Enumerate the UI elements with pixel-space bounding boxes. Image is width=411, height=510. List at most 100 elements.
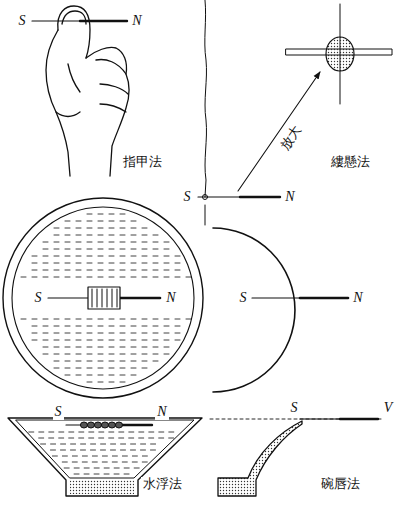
- water-stroke: [64, 468, 69, 469]
- water-stroke: [54, 228, 59, 229]
- water-stroke: [87, 228, 92, 229]
- water-stroke: [43, 270, 48, 271]
- water-stroke: [120, 340, 125, 341]
- water-stroke: [65, 354, 70, 355]
- water-stroke: [164, 242, 169, 243]
- water-stroke: [92, 462, 97, 463]
- water-stroke: [153, 347, 158, 348]
- water-stroke: [164, 277, 169, 278]
- water-stroke: [109, 235, 114, 236]
- water-stroke: [43, 354, 48, 355]
- water-stroke: [142, 462, 147, 463]
- water-stroke: [120, 277, 125, 278]
- water-stroke: [121, 444, 126, 445]
- water-stroke: [87, 256, 92, 257]
- water-stroke: [120, 214, 125, 215]
- water-stroke: [164, 354, 169, 355]
- water-stroke: [76, 319, 81, 320]
- water-stroke: [76, 249, 81, 250]
- water-stroke: [60, 450, 65, 451]
- water-stroke: [98, 382, 103, 383]
- water-stroke: [153, 354, 158, 355]
- water-stroke: [175, 263, 180, 264]
- water-stroke: [164, 319, 169, 320]
- water-stroke: [65, 375, 70, 376]
- water-stroke: [131, 221, 136, 222]
- water-stroke: [76, 256, 81, 257]
- pole-letter: S: [17, 13, 28, 28]
- water-stroke: [120, 228, 125, 229]
- bowl-profile: [218, 421, 302, 496]
- water-stroke: [59, 432, 64, 433]
- water-stroke: [49, 432, 54, 433]
- water-stroke: [98, 319, 103, 320]
- water-stroke: [65, 319, 70, 320]
- pole-letter: N: [283, 189, 296, 204]
- water-stroke: [120, 326, 125, 327]
- water-stroke: [98, 242, 103, 243]
- water-stroke: [65, 221, 70, 222]
- water-stroke: [153, 270, 158, 271]
- water-stroke: [132, 462, 137, 463]
- water-stroke: [98, 368, 103, 369]
- water-stroke: [109, 214, 114, 215]
- water-stroke: [164, 270, 169, 271]
- water-stroke: [72, 462, 77, 463]
- water-stroke: [32, 340, 37, 341]
- water-stroke: [74, 474, 79, 475]
- water-stroke: [119, 432, 124, 433]
- water-stroke: [164, 347, 169, 348]
- water-stroke: [132, 456, 137, 457]
- water-stroke: [120, 361, 125, 362]
- water-stroke: [120, 263, 125, 264]
- bowl-edge: [213, 228, 295, 392]
- water-stroke: [131, 277, 136, 278]
- water-stroke: [120, 242, 125, 243]
- water-stroke: [109, 228, 114, 229]
- water-stroke: [50, 450, 55, 451]
- water-stroke: [92, 456, 97, 457]
- water-stroke: [104, 474, 109, 475]
- float-bead: [87, 422, 94, 428]
- water-stroke: [39, 432, 44, 433]
- needle: [32, 20, 80, 21]
- water-stroke: [131, 333, 136, 334]
- water-stroke: [82, 462, 87, 463]
- water-stroke: [79, 438, 84, 439]
- magnify-note: 放大: [277, 122, 306, 155]
- water-stroke: [153, 326, 158, 327]
- magnify-arrow: [238, 72, 320, 191]
- water-stroke: [134, 468, 139, 469]
- water-stroke: [109, 263, 114, 264]
- water-stroke: [32, 270, 37, 271]
- water-stroke: [98, 221, 103, 222]
- water-stroke: [131, 340, 136, 341]
- water-stroke: [99, 432, 104, 433]
- float-stripe: [112, 289, 113, 307]
- water-stroke: [54, 347, 59, 348]
- water-stroke: [131, 235, 136, 236]
- water-stroke: [91, 444, 96, 445]
- water-stroke: [142, 256, 147, 257]
- water-stroke: [164, 249, 169, 250]
- water-stroke: [114, 468, 119, 469]
- needle: [240, 196, 280, 198]
- pole-letter: S: [238, 290, 249, 305]
- water-stroke: [76, 263, 81, 264]
- water-stroke: [87, 375, 92, 376]
- water-stroke: [98, 277, 103, 278]
- water-stroke: [87, 333, 92, 334]
- water-stroke: [65, 249, 70, 250]
- water-stroke: [109, 382, 114, 383]
- water-stroke: [98, 347, 103, 348]
- water-stroke: [142, 333, 147, 334]
- water-stroke: [159, 438, 164, 439]
- water-stroke: [65, 368, 70, 369]
- water-stroke: [109, 347, 114, 348]
- water-stroke: [101, 444, 106, 445]
- water-stroke: [153, 361, 158, 362]
- water-stroke: [84, 474, 89, 475]
- water-stroke: [153, 319, 158, 320]
- needle: [340, 418, 378, 420]
